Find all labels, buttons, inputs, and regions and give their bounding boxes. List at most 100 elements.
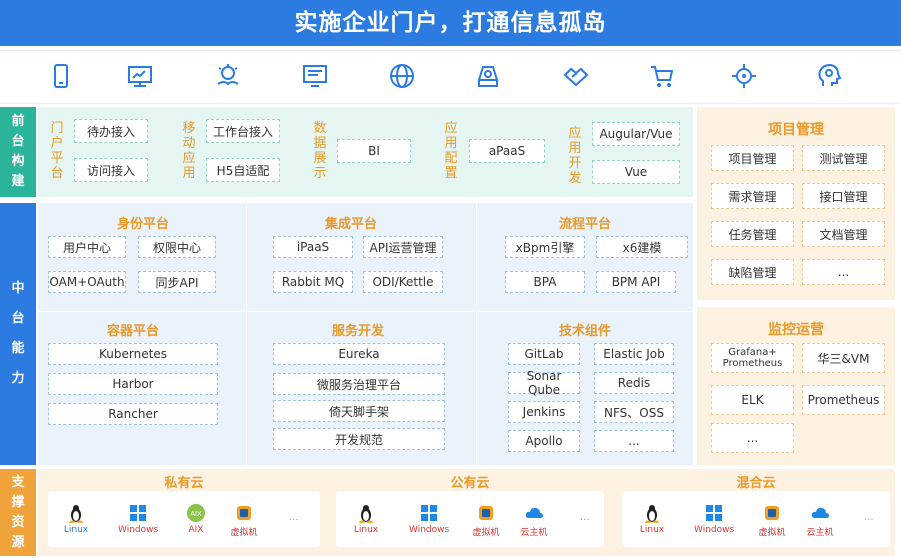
project-item: 接口管理 bbox=[802, 183, 885, 209]
front-side-text: 前台构建 bbox=[11, 114, 25, 189]
vm-os: 虚拟机 bbox=[466, 503, 506, 538]
front-item: BI bbox=[337, 139, 411, 163]
monitor-item: Grafana+ Prometheus bbox=[711, 343, 794, 373]
project-item: 项目管理 bbox=[711, 145, 794, 171]
more-dots: ... bbox=[864, 512, 874, 523]
idea-head-icon bbox=[815, 62, 843, 90]
project-item: ... bbox=[802, 259, 885, 285]
process-title: 流程平台 bbox=[558, 217, 611, 232]
private-cloud-title: 私有云 bbox=[164, 476, 204, 491]
identity-item: 权限中心 bbox=[138, 236, 216, 258]
support-side-label: 支撑资源 bbox=[0, 469, 36, 556]
cart-icon bbox=[648, 62, 676, 90]
monitor-item: ELK bbox=[711, 385, 794, 415]
os-label: Windows bbox=[118, 525, 159, 535]
linux-icon bbox=[69, 505, 83, 523]
tech-item: ... bbox=[594, 430, 674, 452]
config-label: 应用配置 bbox=[444, 121, 458, 181]
page-title: 实施企业门户，打通信息孤岛 bbox=[0, 0, 901, 46]
integration-item: iPaaS bbox=[273, 236, 353, 258]
windows-os: Windows bbox=[118, 503, 158, 535]
tech-item: Apollo bbox=[508, 430, 580, 452]
container-item: Rancher bbox=[48, 403, 218, 425]
project-item: 测试管理 bbox=[802, 145, 885, 171]
aix-os: AIX AIX bbox=[176, 503, 216, 535]
project-item: 任务管理 bbox=[711, 221, 794, 247]
monitor-item: ... bbox=[711, 423, 794, 453]
vm-icon bbox=[237, 506, 251, 520]
front-item: 工作台接入 bbox=[206, 119, 280, 143]
cloud-icon bbox=[811, 507, 829, 518]
os-label: Windows bbox=[694, 525, 735, 535]
integration-item: Rabbit MQ bbox=[273, 271, 353, 293]
front-side-label: 前台构建 bbox=[0, 107, 36, 197]
os-label: 云主机 bbox=[520, 528, 548, 538]
windows-os: Windows bbox=[409, 503, 449, 535]
divider bbox=[38, 311, 693, 312]
dev-label: 应用开发 bbox=[568, 126, 582, 186]
svg-text:AIX: AIX bbox=[190, 511, 202, 518]
container-item: Kubernetes bbox=[48, 343, 218, 365]
container-title: 容器平台 bbox=[106, 324, 159, 339]
hybrid-cloud-panel bbox=[622, 491, 890, 547]
globe-icon bbox=[388, 62, 416, 90]
middle-side-text: 中台能力 bbox=[11, 281, 25, 386]
hybrid-cloud-title: 混合云 bbox=[736, 476, 776, 491]
monitor-item: Prometheus bbox=[802, 385, 885, 415]
lightbulb-icon bbox=[214, 62, 242, 90]
service-item: 倚天脚手架 bbox=[273, 400, 445, 422]
middle-side-label: 中台能力 bbox=[0, 203, 36, 465]
os-label: AIX bbox=[188, 525, 204, 535]
front-item: Vue bbox=[592, 160, 680, 184]
support-side-text: 支撑资源 bbox=[11, 474, 25, 550]
os-label: Linux bbox=[639, 525, 665, 535]
linux-os: Linux bbox=[56, 503, 96, 535]
public-cloud-title: 公有云 bbox=[450, 476, 490, 491]
service-item: 微服务治理平台 bbox=[273, 373, 445, 395]
integration-item: ODI/Kettle bbox=[363, 271, 443, 293]
os-label: 云主机 bbox=[806, 528, 834, 538]
more-dots: ... bbox=[580, 512, 590, 523]
handshake-icon bbox=[562, 62, 590, 90]
project-item: 缺陷管理 bbox=[711, 259, 794, 285]
identity-item: 用户中心 bbox=[48, 236, 126, 258]
os-label: 虚拟机 bbox=[230, 528, 258, 538]
settings-icon bbox=[730, 62, 758, 90]
mobile-label: 移动应用 bbox=[182, 121, 196, 181]
mobile-icon bbox=[47, 62, 75, 90]
monitor-item: 华三&VM bbox=[802, 343, 885, 373]
os-label: Windows bbox=[409, 525, 450, 535]
service-title: 服务开发 bbox=[331, 324, 384, 339]
integration-item: API运营管理 bbox=[363, 236, 443, 258]
vm-icon bbox=[765, 506, 779, 520]
linux-os: Linux bbox=[346, 503, 386, 535]
private-cloud-panel bbox=[48, 491, 320, 547]
cloud-host-os: 云主机 bbox=[800, 503, 840, 538]
identity-item: OAM+OAuth bbox=[48, 271, 126, 293]
windows-os: Windows bbox=[694, 503, 734, 535]
linux-icon bbox=[645, 505, 659, 523]
monitor-icon bbox=[126, 62, 154, 90]
tech-item: Elastic Job bbox=[594, 343, 674, 365]
project-item: 文档管理 bbox=[802, 221, 885, 247]
tech-item: Sonar Qube bbox=[508, 369, 580, 397]
front-item: 访问接入 bbox=[74, 158, 148, 182]
vm-icon bbox=[479, 506, 493, 520]
integration-title: 集成平台 bbox=[324, 217, 377, 232]
os-label: Linux bbox=[353, 525, 379, 535]
front-item: aPaaS bbox=[469, 139, 545, 163]
tech-item: GitLab bbox=[508, 343, 580, 365]
divider bbox=[476, 203, 477, 465]
container-item: Harbor bbox=[48, 373, 218, 395]
identity-item: 同步API bbox=[138, 271, 216, 293]
os-label: Linux bbox=[63, 525, 89, 535]
process-item: x6建模 bbox=[596, 236, 688, 258]
service-item: Eureka bbox=[273, 343, 445, 365]
public-cloud-panel bbox=[336, 491, 604, 547]
cloud-icon bbox=[525, 507, 543, 518]
process-item: BPA bbox=[505, 271, 585, 293]
front-item: 待办接入 bbox=[74, 119, 148, 143]
os-label: 虚拟机 bbox=[472, 528, 500, 538]
divider bbox=[246, 203, 247, 465]
front-item: Augular/Vue bbox=[592, 122, 680, 146]
